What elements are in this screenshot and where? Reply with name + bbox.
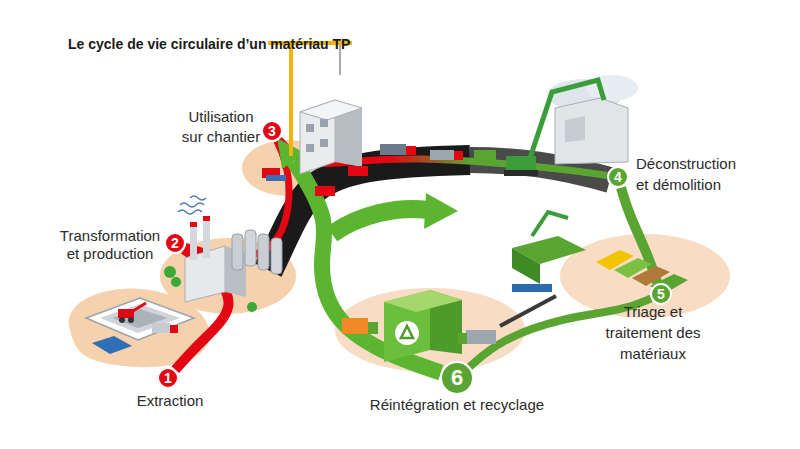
machine-track <box>512 284 552 292</box>
building-window <box>320 139 328 147</box>
stage-label: Triage et traitement des matériaux <box>602 301 704 364</box>
callout-number: 3 <box>261 120 283 142</box>
truck-cab <box>454 151 463 160</box>
truck-load <box>380 144 406 155</box>
step-badge: 5Triage et traitement des matériaux <box>650 283 672 305</box>
truck-cab <box>406 146 416 155</box>
building-roof <box>300 100 362 120</box>
stage-label: Déconstruction et démolition <box>636 153 742 195</box>
silo <box>258 234 269 270</box>
factory-chimney <box>190 222 197 260</box>
tree <box>164 266 176 278</box>
step-badge: 2Transformation et production <box>164 232 186 254</box>
crane-mast <box>289 44 293 156</box>
callout-number: 2 <box>164 232 186 254</box>
loader-arm <box>532 212 568 236</box>
recycling-roof <box>384 290 462 312</box>
callout-number: 1 <box>157 367 179 389</box>
tree <box>247 302 257 312</box>
truck-cab <box>458 333 467 344</box>
truck <box>348 166 368 176</box>
silo <box>232 234 243 270</box>
badge-circle <box>262 121 282 141</box>
truck-cab <box>170 325 178 333</box>
truck-cab <box>368 322 378 334</box>
diagram-title: Le cycle de vie circulaire d’un matériau… <box>68 36 350 52</box>
cycle-arrow-head <box>424 193 458 229</box>
site-vehicle-base <box>266 175 286 181</box>
digger-wheel <box>119 317 125 323</box>
building-window <box>306 144 314 152</box>
step-badge: 3Utilisation sur chantier <box>261 120 283 142</box>
callout-number: 5 <box>650 283 672 305</box>
chimney-band <box>203 216 210 221</box>
ruined-wall <box>565 116 585 142</box>
smoke-line <box>180 203 204 207</box>
badge-circle <box>608 167 628 187</box>
silo <box>245 230 256 266</box>
digger-wheel <box>128 317 134 323</box>
badge-circle <box>441 362 473 394</box>
truck-load <box>430 150 454 160</box>
quarry-terrace <box>100 304 180 333</box>
recycle-badge <box>395 321 419 345</box>
digger-arm <box>133 303 146 311</box>
truck-load <box>466 330 496 344</box>
conveyor <box>500 296 556 326</box>
badge-circle <box>165 233 185 253</box>
silo <box>271 238 282 274</box>
stage-label: Réintégration et recyclage <box>357 396 557 414</box>
stage-label: Utilisation sur chantier <box>179 107 263 147</box>
factory-chimney <box>203 216 210 258</box>
step-badge: 6Réintégration et recyclage <box>440 361 474 395</box>
step-badge: 4Déconstruction et démolition <box>607 166 629 188</box>
flow-connector <box>294 161 441 373</box>
truck <box>315 186 335 196</box>
stage-label: Transformation et production <box>56 227 164 263</box>
crusher-side <box>512 248 540 284</box>
recycling-ground <box>335 288 525 372</box>
water-pool <box>92 336 132 354</box>
digger-body <box>118 309 134 318</box>
truck-container <box>342 318 368 334</box>
badge-circle <box>158 368 178 388</box>
excavator-arm <box>530 80 604 158</box>
excavator-track <box>504 170 538 176</box>
building-window <box>320 119 328 127</box>
building-window <box>306 124 314 132</box>
ruined-building <box>555 98 628 164</box>
chimney-band <box>190 222 197 227</box>
quarry-pit <box>86 298 194 340</box>
smoke-line <box>178 210 202 214</box>
cycle-arrow <box>332 209 428 234</box>
tree <box>171 277 181 287</box>
stage-label: Extraction <box>110 392 230 410</box>
recycle-symbol <box>401 326 413 338</box>
step-badge: 1Extraction <box>157 367 179 389</box>
callout-number: 4 <box>607 166 629 188</box>
truck <box>474 150 496 162</box>
badge-circle <box>651 284 671 304</box>
callout-number: 6 <box>440 361 474 395</box>
truck-load <box>152 323 170 333</box>
smoke-line <box>190 196 206 200</box>
